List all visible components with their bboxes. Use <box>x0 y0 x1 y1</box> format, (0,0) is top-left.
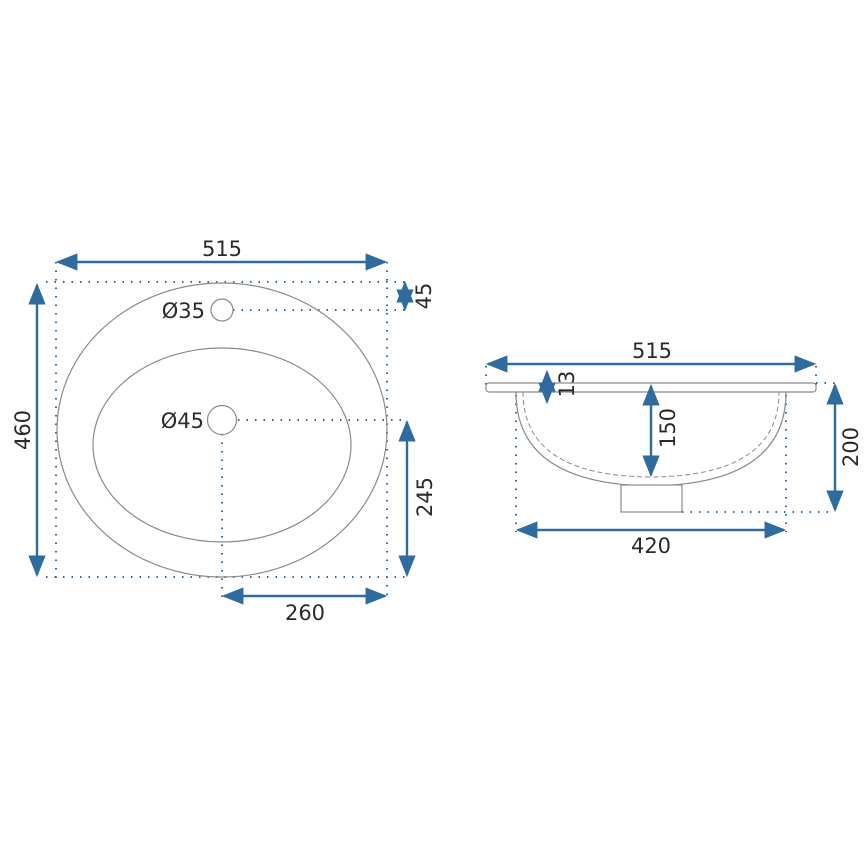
side-view-extension-lines <box>485 366 835 532</box>
tap-hole-icon <box>210 298 234 322</box>
side-view-dimension-arrows <box>485 355 844 539</box>
basin-outer-outline <box>56 282 388 578</box>
drain-to-side-label: 260 <box>285 601 325 625</box>
bowl-inner-profile <box>522 391 780 478</box>
drain-outlet <box>620 484 683 513</box>
top-view-dimension-arrows <box>28 253 416 605</box>
side-width-label: 515 <box>632 339 672 363</box>
rim-thickness-label: 13 <box>555 371 579 398</box>
bowl-inner-outline <box>92 347 352 543</box>
drain-to-bottom-label: 245 <box>413 477 437 517</box>
drain-hole-icon <box>206 404 238 436</box>
total-height-label: 200 <box>839 427 863 467</box>
bowl-depth-label: 150 <box>656 408 680 448</box>
bowl-width-label: 420 <box>631 534 671 558</box>
top-height-label: 460 <box>11 410 35 450</box>
tap-hole-label: Ø35 <box>162 299 205 323</box>
side-view: 515 13 150 200 420 <box>485 339 863 558</box>
drain-hole-label: Ø45 <box>161 409 204 433</box>
tap-offset-label: 45 <box>412 283 436 310</box>
top-width-label: 515 <box>202 237 242 261</box>
top-view: 515 460 45 Ø35 Ø45 245 260 <box>11 237 437 625</box>
